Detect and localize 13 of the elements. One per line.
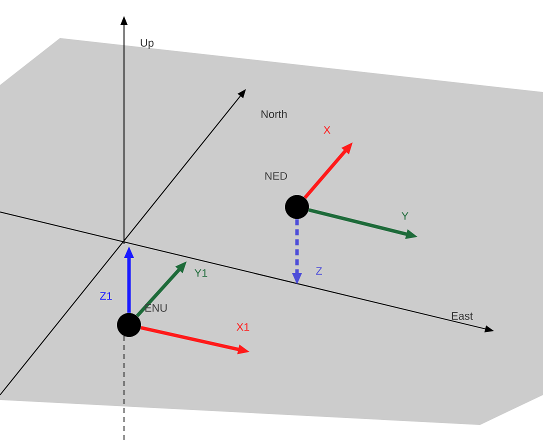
axis-label: Up	[140, 39, 154, 49]
axis-label: X	[324, 126, 330, 134]
axis-label: North	[262, 110, 287, 118]
sphere	[285, 195, 309, 219]
frame-label: ENU	[145, 304, 167, 312]
axis-label: Y	[402, 212, 408, 220]
sphere	[117, 313, 141, 337]
axis-label: Y1	[194, 269, 208, 277]
axis-label: X1	[236, 323, 250, 331]
frame-label: NED	[265, 172, 288, 180]
axis-label: Z1	[100, 292, 112, 300]
axis-label: East	[452, 312, 473, 320]
axis-label: Z	[316, 267, 322, 275]
